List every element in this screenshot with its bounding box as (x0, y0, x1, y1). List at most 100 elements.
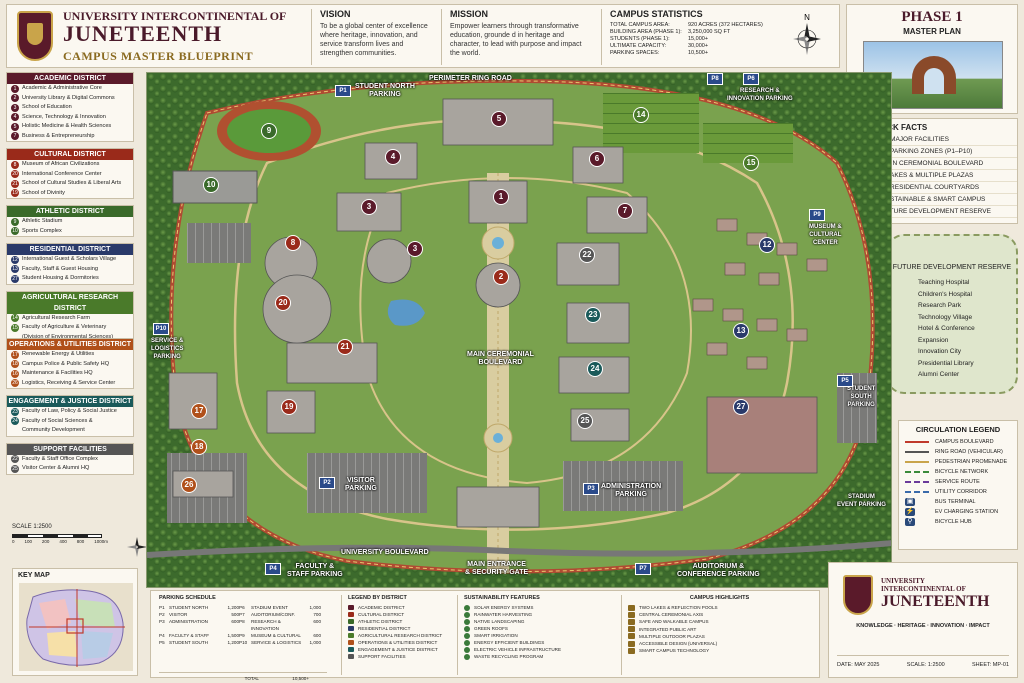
district-item[interactable]: Community Development (7, 426, 133, 436)
circulation-icon-row: ⚡EV CHARGING STATION (905, 507, 1017, 517)
parking-zone-marker[interactable]: P3 (583, 483, 599, 495)
circulation-row: BICYCLE NETWORK (905, 467, 1017, 477)
building-marker[interactable]: 23 (585, 307, 601, 323)
parking-cell: P7 (239, 612, 245, 617)
building-marker[interactable]: 22 (579, 247, 595, 263)
parking-zone-marker[interactable]: P9 (809, 209, 825, 221)
parking-zone-marker[interactable]: P5 (837, 375, 853, 387)
building-marker[interactable]: 15 (743, 155, 759, 171)
building-marker[interactable]: 10 (203, 177, 219, 193)
parking-cell: SERVICE & LOGISTICS (251, 640, 302, 645)
district-item[interactable]: (Division of Environmental Sciences) (7, 333, 133, 343)
future-item: Hotel & Conference (918, 325, 975, 332)
district-number-badge: 17 (11, 350, 19, 359)
parking-cell: FACULTY & STAFF (169, 633, 210, 638)
circulation-label: UTILITY CORRIDOR (935, 489, 987, 495)
quick-fact-item: SUSTAINABLE & SMART CAMPUS (873, 194, 1017, 206)
building-marker[interactable]: 24 (587, 361, 603, 377)
building-marker[interactable]: 2 (493, 269, 509, 285)
highlight-icon (628, 604, 635, 611)
scale-tick: 400 (59, 539, 67, 544)
parking-zone-marker[interactable]: P4 (265, 563, 281, 575)
circulation-label: BUS TERMINAL (935, 499, 976, 505)
building-marker[interactable]: 1 (493, 189, 509, 205)
parking-zone-marker[interactable]: P8 (707, 73, 723, 85)
district-number-badge: 23 (11, 407, 19, 416)
building-marker[interactable]: 3 (361, 199, 377, 215)
highlight-label: MULTIPLE OUTDOOR PLAZAS (639, 633, 705, 639)
building-marker[interactable]: 9 (261, 123, 277, 139)
building-marker[interactable]: 14 (633, 107, 649, 123)
building-marker[interactable]: 4 (385, 149, 401, 165)
scale-tick: 0 (12, 539, 15, 544)
parking-zone-marker[interactable]: P2 (319, 477, 335, 489)
parking-cell: P9 (239, 633, 245, 638)
parking-cell: 1,200 (227, 640, 240, 645)
circulation-label: RING ROAD (VEHICULAR) (935, 449, 1003, 455)
highlight-row: INTEGRATED PUBLIC ART (628, 626, 811, 633)
building-marker[interactable]: 26 (181, 477, 197, 493)
circulation-glyph-icon: ⚲ (905, 518, 915, 526)
building-marker[interactable]: 25 (577, 413, 593, 429)
parking-zone-marker[interactable]: P7 (635, 563, 651, 575)
building-marker[interactable]: 12 (759, 237, 775, 253)
circulation-label: EV CHARGING STATION (935, 509, 999, 515)
building-marker[interactable]: 19 (281, 399, 297, 415)
building-marker[interactable]: 27 (733, 399, 749, 415)
campus-map-graphic (147, 73, 891, 587)
building-marker[interactable]: 6 (589, 151, 605, 167)
parking-zone-marker[interactable]: P1 (335, 85, 351, 97)
brand-tagline: KNOWLEDGE · HERITAGE · INNOVATION · IMPA… (856, 623, 990, 629)
parking-cell: P5 (159, 640, 165, 645)
building-marker[interactable]: 13 (733, 323, 749, 339)
visitor-parking-label: VISITOR PARKING (345, 477, 377, 492)
building-marker[interactable]: 3 (407, 241, 423, 257)
leaf-icon (464, 618, 470, 625)
building-marker[interactable]: 18 (191, 439, 207, 455)
parking-zone-marker[interactable]: P6 (743, 73, 759, 85)
highlight-icon (628, 611, 635, 618)
parking-zone-marker[interactable]: P10 (153, 323, 169, 335)
circulation-row: PEDESTRIAN PROMENADE (905, 457, 1017, 467)
circulation-glyph-icon: ▣ (905, 498, 915, 506)
sustainability-label: ELECTRIC VEHICLE INFRASTRUCTURE (474, 647, 562, 652)
highlight-row: CENTRAL CEREMONIAL AXIS (628, 611, 811, 618)
building-marker[interactable]: 21 (337, 339, 353, 355)
district-legend-label: ACADEMIC DISTRICT (358, 605, 405, 610)
building-marker[interactable]: 20 (275, 295, 291, 311)
building-marker[interactable]: 5 (491, 111, 507, 127)
building-marker[interactable]: 17 (191, 403, 207, 419)
district-item-label: Agricultural Research Farm (22, 314, 91, 321)
parking-cell: 1,200 (227, 605, 240, 610)
building-marker[interactable]: 7 (617, 203, 633, 219)
building-marker[interactable]: 8 (285, 235, 301, 251)
